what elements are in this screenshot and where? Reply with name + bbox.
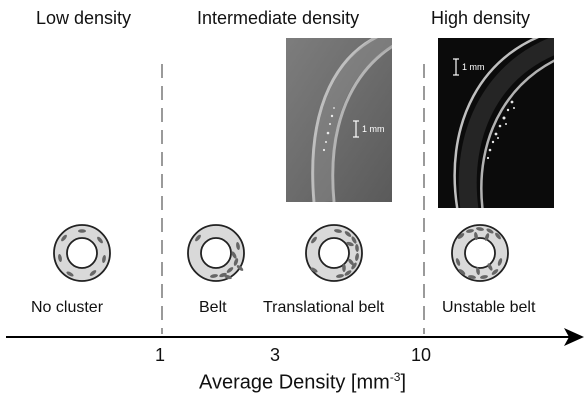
- axis-label-text: Average Density [mm: [199, 371, 390, 394]
- photo-high-image: [438, 38, 554, 208]
- tick-label-10: 10: [411, 345, 432, 365]
- caption-no-cluster: No cluster: [31, 299, 104, 316]
- ring-no-cluster: [53, 224, 111, 282]
- ring-belt: [187, 224, 245, 282]
- region-title-intermediate: Intermediate density: [197, 8, 360, 28]
- tick-label-1: 1: [155, 345, 166, 365]
- scale-label-high: 1 mm: [462, 62, 485, 72]
- ring-translational-belt: [305, 224, 363, 282]
- region-title-low: Low density: [36, 8, 132, 28]
- caption-belt: Belt: [199, 299, 227, 316]
- photo-intermediate-image: [286, 38, 392, 202]
- axis-label-exponent: -3: [389, 370, 401, 384]
- scale-bar-intermediate: [353, 120, 359, 138]
- axis-label: Average Density [mm-3]: [199, 370, 406, 395]
- scale-label-intermediate: 1 mm: [362, 124, 385, 134]
- photo-high-density: 1 mm: [438, 38, 554, 208]
- tick-label-3: 3: [270, 345, 281, 365]
- caption-unstable-belt: Unstable belt: [442, 299, 536, 316]
- scale-bar-high: [453, 58, 459, 76]
- ring-unstable-belt: [451, 224, 509, 282]
- axis-label-close: ]: [400, 371, 407, 394]
- caption-translational-belt: Translational belt: [263, 299, 385, 316]
- density-axis: [6, 328, 584, 346]
- region-title-high: High density: [431, 8, 531, 28]
- photo-intermediate-density: 1 mm: [286, 38, 392, 202]
- axis-arrow-icon: [564, 328, 584, 346]
